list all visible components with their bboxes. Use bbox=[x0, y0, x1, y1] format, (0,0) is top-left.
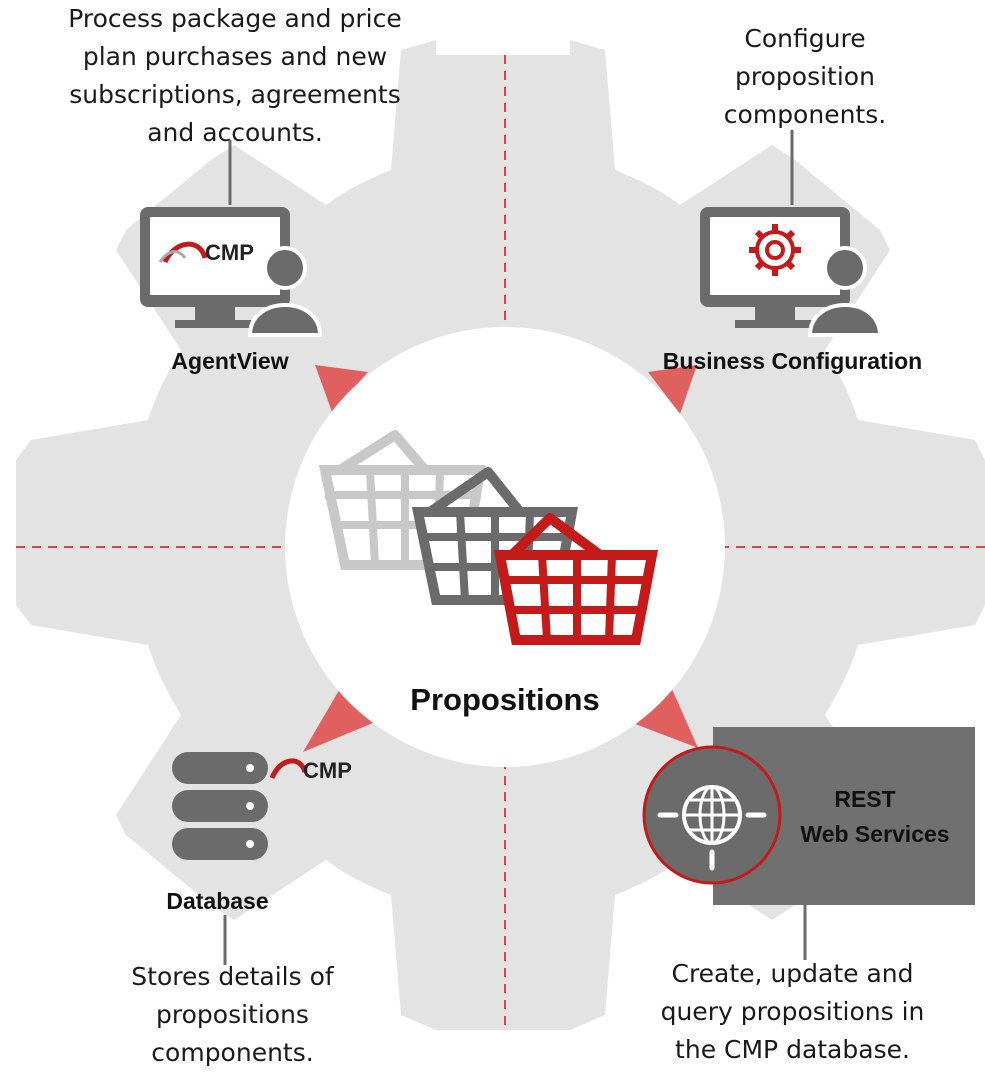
center-title: Propositions bbox=[410, 682, 600, 717]
business-config-label: Business Configuration bbox=[662, 348, 923, 374]
database-label: Database bbox=[166, 888, 269, 914]
agentview-description: Process package and price plan purchases… bbox=[68, 4, 402, 147]
database-description: Stores details of propositions component… bbox=[131, 962, 334, 1067]
agentview-label: AgentView bbox=[171, 348, 289, 374]
globe-icon bbox=[642, 745, 782, 885]
arrow-business bbox=[648, 365, 697, 414]
cmp-logo-agentview: CMP bbox=[205, 240, 254, 265]
basket-icon-red bbox=[493, 513, 659, 645]
rest-label-line2: Web Services bbox=[800, 821, 950, 847]
arrow-rest bbox=[625, 680, 698, 748]
arrow-database bbox=[303, 680, 385, 752]
cmp-logo-database: CMP bbox=[303, 758, 352, 783]
connector-lines bbox=[223, 130, 807, 965]
arrow-markers bbox=[303, 365, 698, 752]
rest-label-line1: REST bbox=[834, 786, 896, 812]
business-config-description: Configure proposition components. bbox=[723, 24, 887, 129]
business-config-monitor-icon bbox=[700, 207, 883, 337]
gear-icon bbox=[749, 224, 801, 276]
database-icon bbox=[172, 752, 308, 860]
rest-description: Create, update and query propositions in… bbox=[660, 959, 925, 1064]
agentview-monitor-icon bbox=[140, 207, 323, 337]
arrow-agentview bbox=[315, 365, 368, 412]
dashed-divider-lines bbox=[16, 55, 985, 1030]
